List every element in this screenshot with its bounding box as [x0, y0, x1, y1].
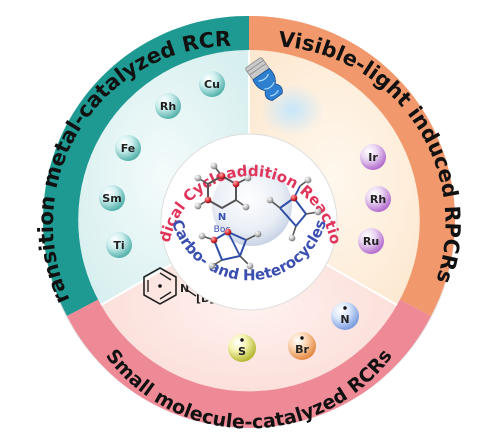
sphere-ti-label: Ti — [113, 239, 124, 252]
sphere-rh-left: Rh — [155, 93, 181, 119]
piperidine-boc-molecule: N Boc — [194, 162, 252, 235]
sphere-rh-right: Rh — [365, 186, 391, 212]
bicyclic-molecule-right — [266, 176, 322, 242]
sphere-ir: Ir — [360, 144, 386, 170]
sphere-br-radical: Br — [288, 332, 316, 360]
sphere-cu: Cu — [199, 71, 225, 97]
sphere-s-radical: S — [228, 334, 256, 362]
sphere-sm-label: Sm — [102, 192, 121, 205]
sphere-s-label: S — [238, 345, 246, 358]
sphere-br-label: Br — [295, 343, 309, 356]
sphere-rh-left-label: Rh — [160, 100, 176, 113]
sphere-n-label: N — [340, 313, 349, 326]
sphere-fe: Fe — [115, 135, 141, 161]
center-sphere — [212, 166, 292, 246]
sphere-ru-label: Ru — [363, 235, 379, 248]
sphere-cu-label: Cu — [204, 78, 220, 91]
sphere-n-radical: N — [331, 302, 359, 330]
sphere-fe-label: Fe — [121, 142, 136, 155]
piperidine-boc-label: Boc — [214, 225, 231, 235]
sphere-sm: Sm — [99, 185, 125, 211]
sphere-ti: Ti — [106, 232, 132, 258]
pyridine-n-label: N — [180, 282, 189, 295]
bicyclic-molecule-left — [198, 228, 262, 270]
light-bulb-icon — [245, 57, 324, 136]
sphere-ru: Ru — [358, 228, 384, 254]
sphere-rh-right-label: Rh — [370, 193, 386, 206]
piperidine-n-label: N — [218, 212, 226, 223]
sphere-ir-label: Ir — [368, 151, 378, 164]
